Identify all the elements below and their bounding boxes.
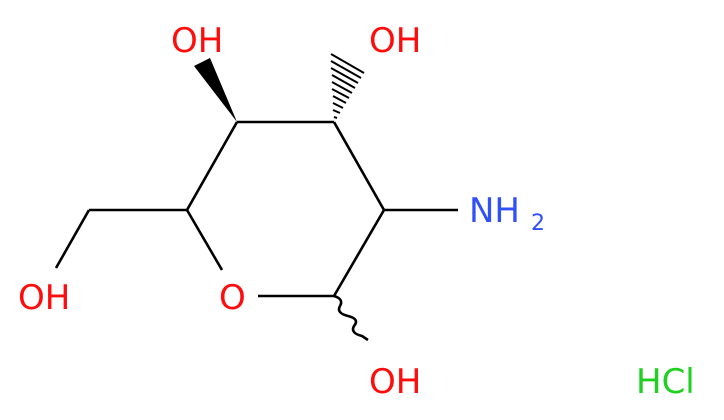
ring-oxygen-label: O <box>219 278 246 318</box>
amine-subscript: 2 <box>531 211 545 236</box>
hash-bond-c3-oh <box>330 53 365 119</box>
bond-c3-c2 <box>332 121 386 211</box>
bond-c6-oh <box>54 209 91 269</box>
wavy-bond-c1-oh <box>333 294 369 342</box>
hydroxyl-label-c3: OH <box>369 21 421 61</box>
hydrochloride-label: HCl <box>636 362 695 402</box>
bond-c2-c1 <box>332 209 386 297</box>
bond-o-c5 <box>185 209 224 271</box>
amine-label: NH <box>469 191 520 231</box>
hydroxyl-label-c1: OH <box>369 362 421 402</box>
bond-c5-c4 <box>185 121 239 211</box>
hydroxyl-label-c4: OH <box>171 21 223 61</box>
hydroxyl-label-c6: OH <box>18 278 70 318</box>
wedge-bond-c4-oh <box>194 58 237 122</box>
